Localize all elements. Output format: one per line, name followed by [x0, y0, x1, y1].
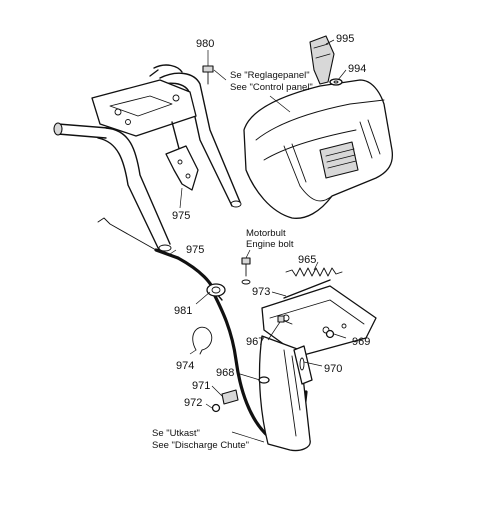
- part-label-970: 970: [324, 363, 343, 375]
- nut-969: [325, 329, 335, 339]
- leader-lines: [169, 39, 347, 443]
- spring-965: [285, 267, 343, 277]
- part-label-975-top: 975: [172, 210, 191, 222]
- part-label-981: 981: [174, 305, 193, 317]
- note-control-panel-en: See "Control panel": [230, 82, 313, 93]
- part-label-975-mid: 975: [186, 244, 205, 256]
- part-label-965: 965: [298, 254, 317, 266]
- rod-973: [283, 279, 331, 299]
- note-chute-en: See "Discharge Chute": [152, 440, 250, 451]
- handle-assembly: [53, 64, 242, 253]
- part-label-973: 973: [252, 286, 271, 298]
- control-panel-housing: [243, 79, 394, 219]
- screw-967: [277, 315, 293, 325]
- part-label-980: 980: [196, 38, 215, 50]
- washer-994: [329, 78, 343, 86]
- part-label-967: 967: [246, 336, 265, 348]
- bracket-971: [221, 389, 239, 405]
- note-engine-bolt-en: Engine bolt: [246, 239, 294, 250]
- part-label-969: 969: [352, 336, 371, 348]
- part-label-974: 974: [176, 360, 195, 372]
- note-chute-sv: Se "Utkast": [152, 428, 200, 439]
- note-control-panel-sv: Se "Reglagepanel": [230, 70, 310, 81]
- engine-bolt: [241, 257, 251, 285]
- washer-968: [258, 376, 270, 384]
- nut-972: [211, 403, 221, 413]
- knob-995: [309, 35, 335, 85]
- part-label-994: 994: [348, 63, 367, 75]
- part-label-995: 995: [336, 33, 355, 45]
- chute-mount-bracket: [258, 285, 377, 452]
- part-label-972: 972: [184, 397, 203, 409]
- note-engine-bolt-sv: Motorbult: [246, 228, 286, 239]
- part-label-971: 971: [192, 380, 211, 392]
- spring-clip-974: [192, 326, 213, 355]
- part-label-968: 968: [216, 367, 235, 379]
- bolt-980: [202, 65, 214, 85]
- clip-981: [206, 283, 226, 297]
